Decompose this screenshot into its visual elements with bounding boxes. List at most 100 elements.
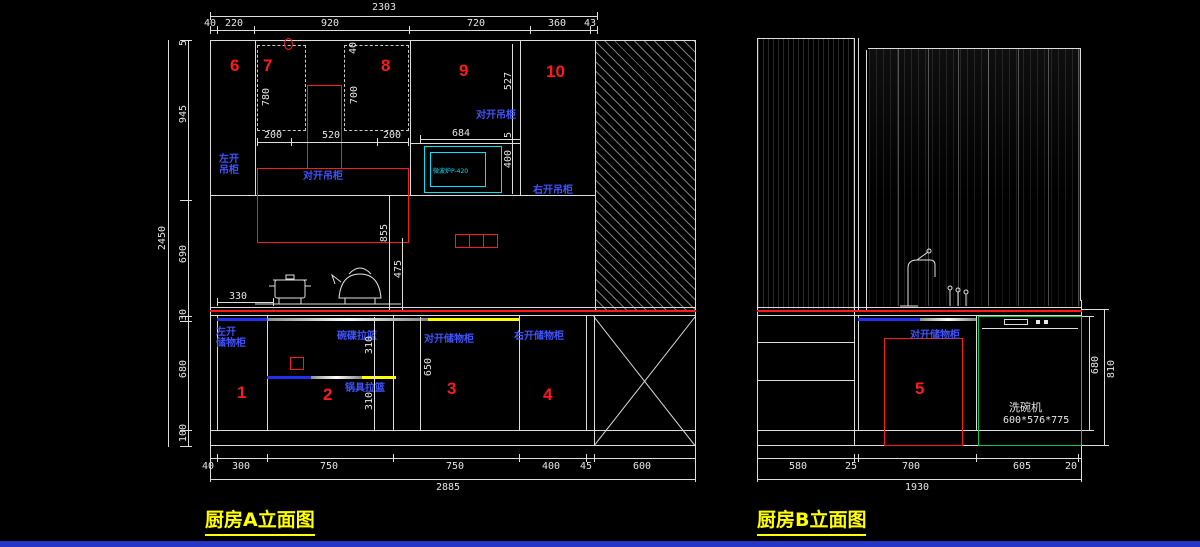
dim-tick (1078, 454, 1079, 462)
countertop-line (210, 307, 696, 308)
dim-line (257, 142, 409, 143)
dishwasher (978, 316, 1082, 446)
cabinet-line (695, 40, 696, 446)
dim-label: 720 (467, 18, 486, 29)
switch-symbol (483, 234, 498, 248)
dim-line (512, 44, 513, 194)
dim-tick (254, 26, 255, 34)
dishwasher-button (1044, 320, 1048, 324)
dim-tick (180, 200, 192, 201)
cabinet-number: 10 (546, 62, 565, 81)
cabinet-label: 锅具拉篮 (345, 383, 385, 394)
cabinet-line (976, 316, 977, 430)
dim-extension (1081, 446, 1082, 482)
dim-label: 520 (322, 130, 341, 141)
dim-tick (267, 454, 268, 462)
dim-label: 684 (452, 128, 471, 139)
cabinet-line (410, 40, 411, 195)
dim-label: 690 (178, 245, 189, 264)
countertop-edge (757, 310, 1082, 312)
switch-symbol (469, 234, 484, 248)
dim-label: 780 (261, 88, 272, 107)
cabinet-line (594, 316, 595, 446)
dim-line (1089, 316, 1090, 431)
dim-line (188, 40, 189, 447)
dim-label: 2450 (157, 226, 168, 251)
cabinet-number: 2 (323, 385, 333, 404)
cabinet-line (858, 38, 859, 311)
cooktop-drawing (255, 267, 401, 305)
dim-line (420, 139, 521, 140)
cabinet-line (393, 316, 394, 430)
dishwasher-button (1036, 320, 1040, 324)
dim-tick (1082, 309, 1109, 310)
drawer-rail (428, 318, 519, 321)
dim-tick (597, 12, 598, 20)
countertop-line (757, 307, 1082, 308)
cabinet-number: 1 (237, 383, 247, 402)
dim-label: 5 (178, 40, 189, 47)
dim-line (374, 317, 375, 430)
hood-duct (307, 85, 342, 169)
drawer-rail (920, 318, 976, 321)
dim-label: 2885 (436, 482, 461, 493)
cabinet-number: 5 (915, 379, 925, 398)
countertop-line (757, 315, 1082, 316)
cabinet-label: 左开吊柜 (219, 154, 239, 176)
dim-line (168, 40, 169, 447)
cabinet-number: 6 (230, 56, 240, 75)
dim-tick (217, 298, 218, 306)
elevation-b-title: 厨房B立面图 (757, 505, 867, 536)
dim-tick (180, 40, 192, 41)
dim-label: 920 (321, 18, 340, 29)
dim-label: 580 (789, 461, 808, 472)
vent-symbol (284, 38, 293, 50)
dim-label: 1930 (905, 482, 930, 493)
cabinet-number: 8 (381, 56, 391, 75)
dishwasher-control (1004, 319, 1028, 325)
dim-label: 25 (845, 461, 858, 472)
dim-label: 310 (364, 336, 375, 355)
label-line: 吊柜 (219, 165, 239, 176)
drawer-line (757, 380, 855, 381)
dim-tick (858, 454, 859, 462)
cabinet-highlight (884, 338, 963, 446)
dim-tick (594, 454, 595, 462)
dim-tick (597, 26, 598, 34)
dim-tick (420, 135, 421, 143)
dim-label: 300 (232, 461, 251, 472)
dim-tick (695, 454, 696, 462)
cabinet-line (586, 316, 587, 430)
cabinet-line (757, 38, 855, 39)
dim-label: 605 (1013, 461, 1032, 472)
dim-extension (695, 446, 696, 482)
dim-tick (1082, 430, 1094, 431)
dim-label: 100 (178, 424, 189, 443)
dim-line (757, 479, 1082, 480)
dim-line (389, 196, 390, 310)
dim-tick (180, 430, 192, 431)
dim-tick (757, 454, 758, 462)
drawer-rail (267, 376, 311, 379)
dim-tick (180, 321, 192, 322)
range-hood (257, 168, 409, 243)
cabinet-number: 7 (263, 56, 273, 75)
dim-tick (377, 138, 378, 146)
kickboard-line (210, 430, 696, 431)
tall-cabinet-grain (758, 39, 854, 309)
dim-tick (210, 26, 211, 34)
cabinet-label: 对开吊柜 (303, 171, 343, 182)
dim-label: 700 (349, 86, 360, 105)
dim-tick (586, 454, 587, 462)
dim-tick (520, 135, 521, 143)
panel-line (868, 48, 1081, 49)
cabinet-label: 对开吊柜 (476, 110, 516, 121)
microwave-door (430, 152, 486, 187)
backsplash-panel (869, 49, 1080, 306)
dim-label: 30 (178, 309, 189, 322)
cabinet-line (255, 40, 256, 195)
dim-tick (1082, 316, 1094, 317)
dim-tick (1082, 445, 1109, 446)
cabinet-line (520, 40, 521, 195)
